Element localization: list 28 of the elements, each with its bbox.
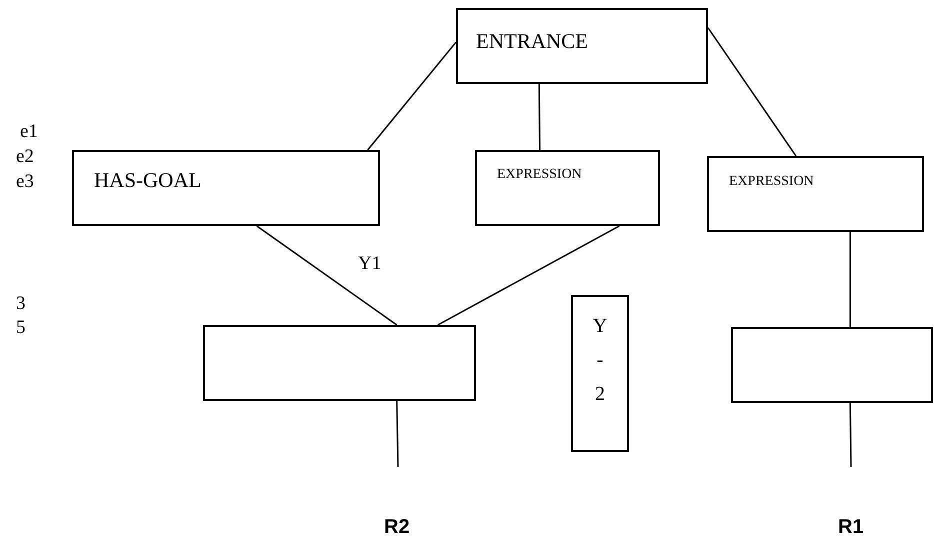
side-label: R2 — [384, 515, 410, 540]
side-label: e2 — [16, 145, 34, 169]
text-box — [72, 150, 380, 226]
connector-line — [437, 225, 620, 326]
side-label: Y1 — [358, 252, 382, 276]
side-label: R1 — [838, 515, 864, 540]
text-box — [456, 8, 708, 84]
connector-line — [396, 400, 399, 468]
side-label: 3 — [16, 292, 26, 316]
side-label: e3 — [16, 170, 34, 194]
side-label: 5 — [16, 316, 26, 340]
node-label: Y - 2 — [592, 314, 608, 407]
connector-line — [849, 232, 851, 327]
text-box — [571, 295, 629, 452]
node-label: HAS-GOAL — [94, 167, 202, 194]
empty-box — [203, 325, 476, 401]
node-label: ENTRANCE — [476, 28, 589, 55]
connector-line — [538, 84, 540, 150]
connector-line — [707, 27, 797, 156]
node-label: EXPRESSION — [729, 173, 815, 191]
connector-line — [367, 42, 457, 150]
text-box — [475, 150, 660, 226]
connector-line — [256, 225, 398, 326]
empty-box — [731, 327, 933, 403]
text-box — [707, 156, 924, 232]
node-label: EXPRESSION — [497, 166, 583, 184]
connector-line — [849, 402, 852, 468]
side-label: e1 — [20, 120, 38, 144]
